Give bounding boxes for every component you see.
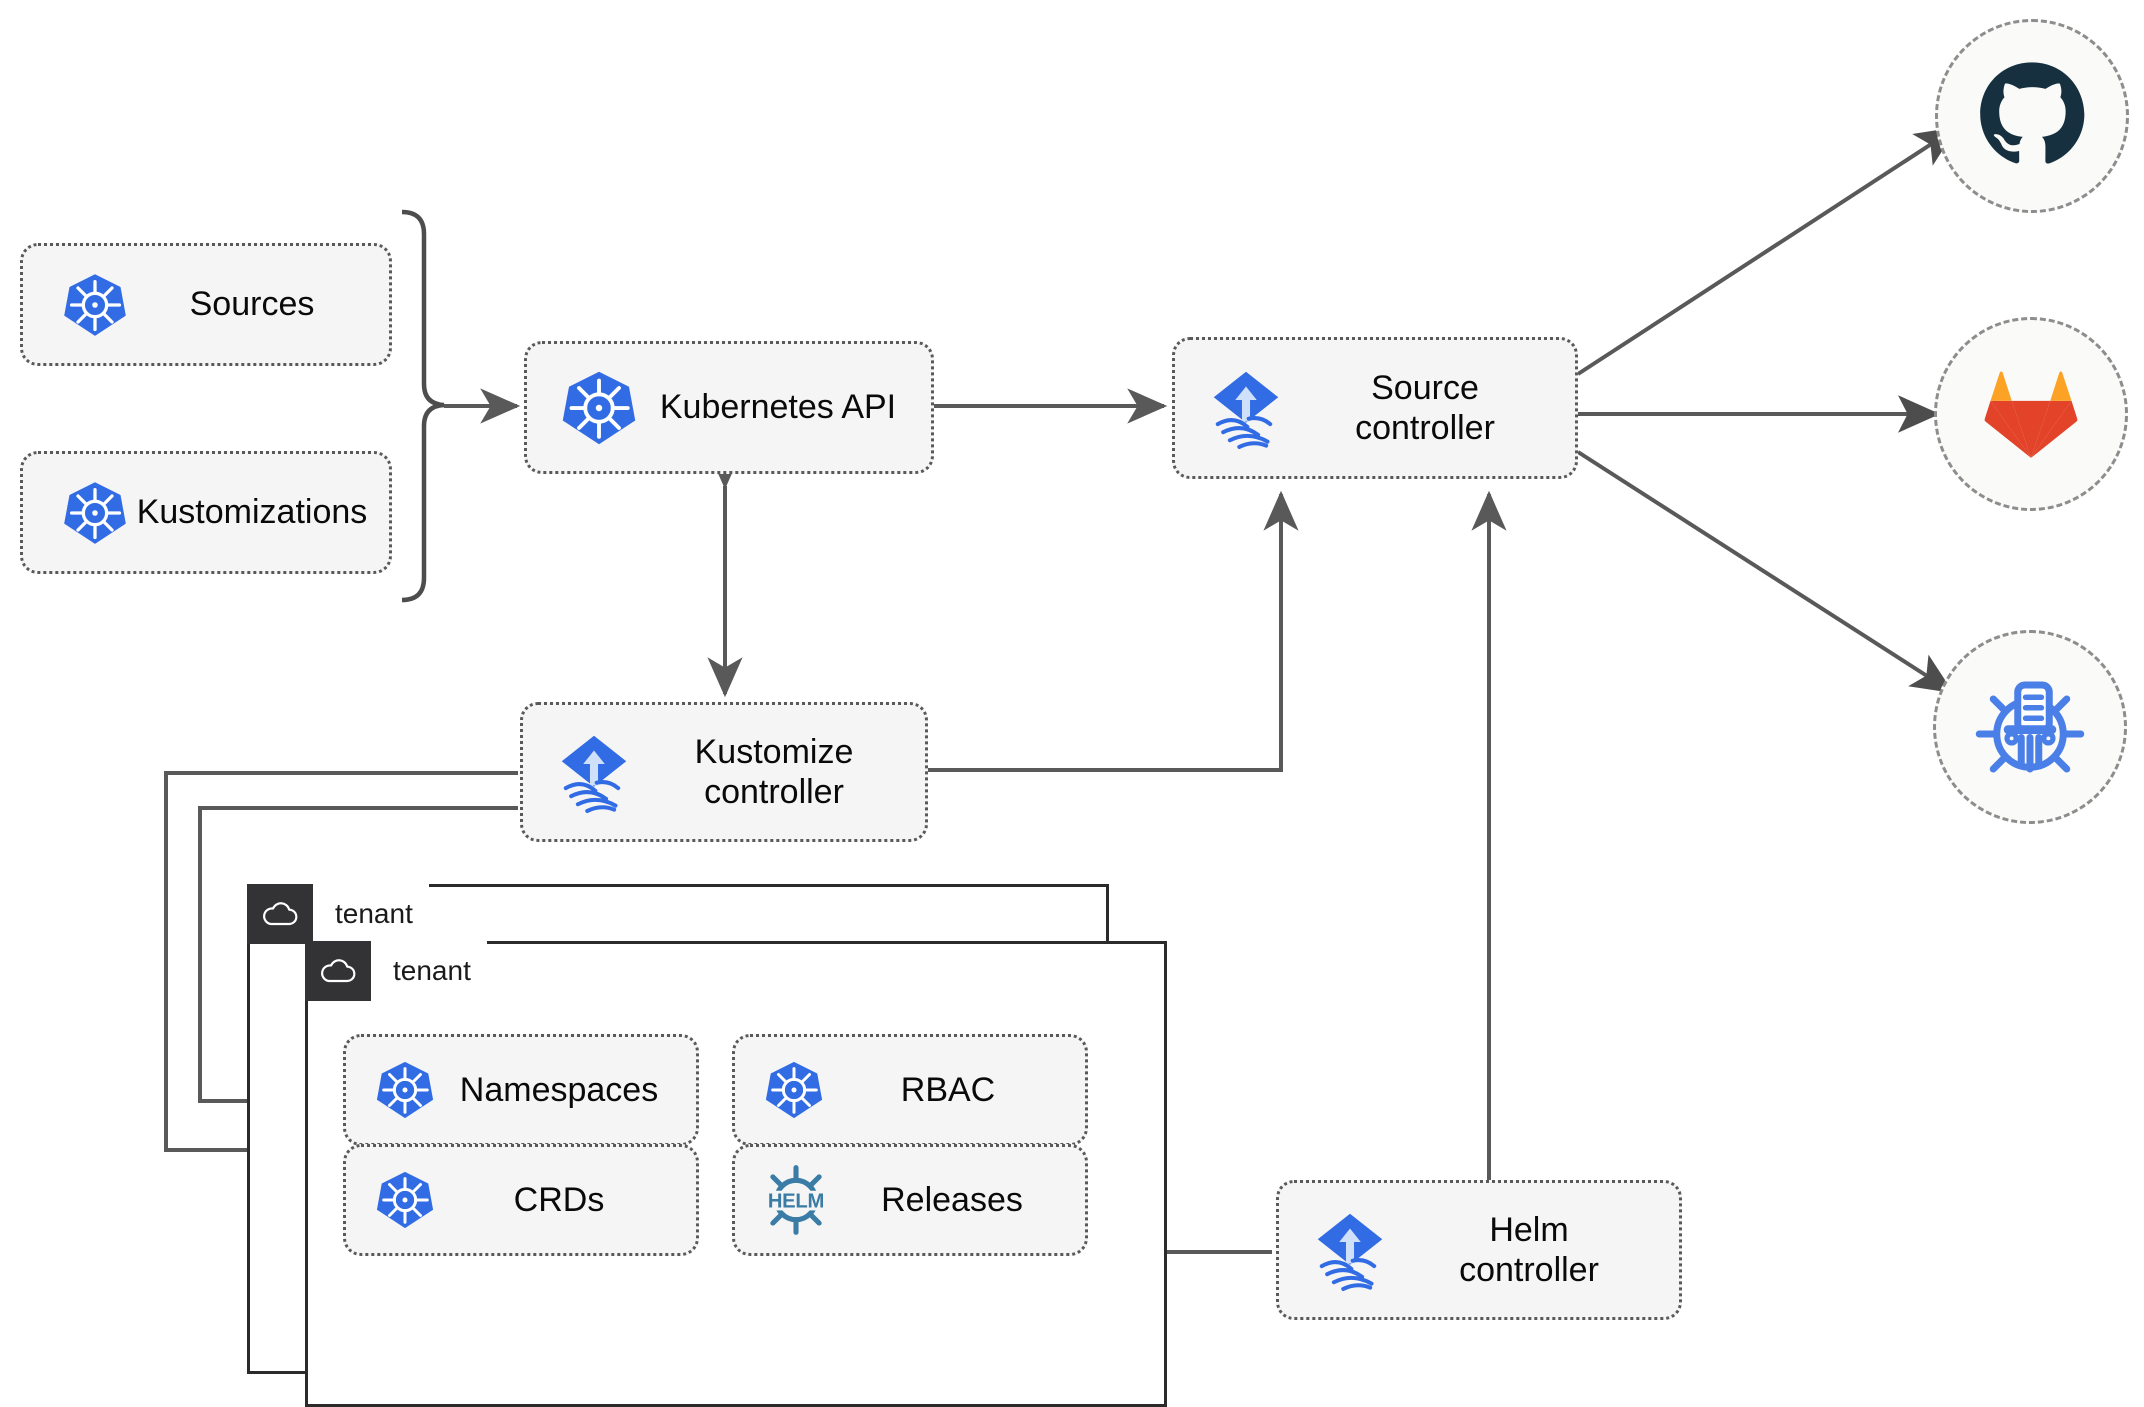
tenant-header: tenant (305, 941, 487, 1001)
node-kubernetes-api[interactable]: Kubernetes API (524, 341, 934, 474)
flux-icon (551, 729, 637, 815)
node-label: Namespaces (459, 1070, 659, 1109)
github-icon (1980, 62, 2085, 164)
node-label: Helm controller (1459, 1210, 1599, 1289)
gitlab-icon (1984, 371, 2078, 458)
tenant-header: tenant (247, 884, 429, 944)
kubernetes-icon (763, 1059, 825, 1121)
edge-sourcecontroller-bucket (1576, 450, 1954, 694)
node-helm-controller[interactable]: Helm controller (1276, 1180, 1682, 1320)
tenant-label: tenant (371, 941, 487, 1001)
svg-text:HELM: HELM (768, 1191, 824, 1213)
endpoint-gitlab[interactable] (1934, 317, 2128, 511)
node-label: Kustomize controller (694, 732, 854, 811)
node-source-controller[interactable]: Source controller (1172, 337, 1578, 479)
resource-group-bracket (401, 209, 445, 603)
cloud-icon (305, 941, 371, 1001)
edge-sourcecontroller-github (1576, 126, 1958, 376)
node-label: Releases (881, 1180, 1023, 1219)
kubernetes-icon (61, 271, 129, 339)
flux-icon (1307, 1207, 1393, 1293)
node-releases[interactable]: HELM Releases (732, 1144, 1088, 1256)
kubernetes-icon (559, 368, 639, 448)
node-label: Kustomizations (136, 493, 368, 532)
node-sources[interactable]: Sources (20, 243, 392, 366)
node-label: CRDs (513, 1180, 605, 1219)
tenant-label: tenant (313, 884, 429, 944)
node-kustomize-controller[interactable]: Kustomize controller (520, 702, 928, 842)
node-label: Sources (189, 285, 315, 324)
node-label: RBAC (900, 1070, 996, 1109)
node-label: Kubernetes API (659, 388, 897, 427)
helm-icon: HELM (759, 1163, 833, 1237)
tenant-inner[interactable]: tenant Namespaces (305, 941, 1167, 1407)
flux-icon (1203, 365, 1289, 451)
kubernetes-icon (61, 479, 129, 547)
kubernetes-icon (374, 1059, 436, 1121)
node-label: Source controller (1355, 368, 1495, 447)
node-crds[interactable]: CRDs (343, 1144, 699, 1256)
node-namespaces[interactable]: Namespaces (343, 1034, 699, 1146)
node-rbac[interactable]: RBAC (732, 1034, 1088, 1146)
cloud-icon (247, 884, 313, 944)
node-kustomizations[interactable]: Kustomizations (20, 451, 392, 574)
edge-kustomizecontroller-sourcecontroller (928, 490, 1299, 772)
endpoint-bucket[interactable] (1933, 630, 2127, 824)
kubernetes-icon (374, 1169, 436, 1231)
bucket-icon (1975, 681, 2085, 773)
endpoint-github[interactable] (1935, 19, 2129, 213)
